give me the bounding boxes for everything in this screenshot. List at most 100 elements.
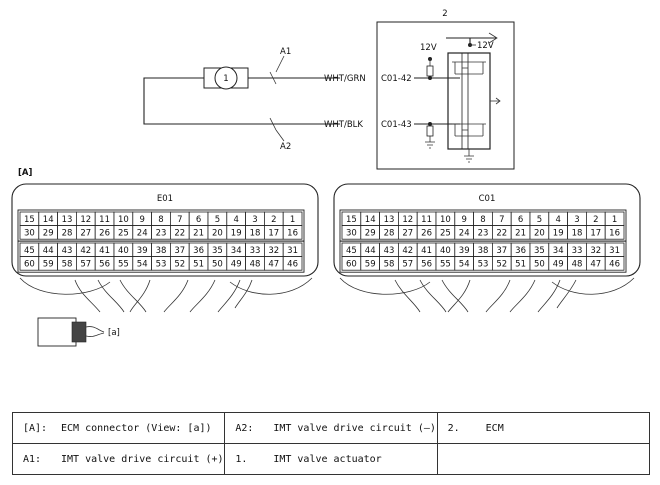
pin-number: 9 [139,215,144,225]
pin-number: 7 [177,215,182,225]
pin-number: 19 [553,229,564,239]
pin-cell [604,256,625,271]
pin-number: 5 [537,215,542,225]
pin-number: 57 [80,260,91,270]
pin-number: 25 [440,229,451,239]
pin-number: 56 [99,260,110,270]
connector-e01-name: E01 [157,194,173,204]
pin-number: 36 [193,246,204,256]
pin-number: 20 [534,229,545,239]
pin-number: 47 [268,260,279,270]
actuator-motor-icon [214,66,238,90]
pin-block [17,240,305,273]
pin-number: 26 [99,229,110,239]
pin-number: 33 [572,246,583,256]
pin-number: 58 [384,260,395,270]
pin-number: 57 [402,260,413,270]
pin-number: 1 [290,215,295,225]
pin-number: 36 [515,246,526,256]
supply-left-12v: 12V [420,43,437,53]
pin-number: 43 [384,246,395,256]
legend-cell-2: 2.ECM [436,412,651,444]
pin-number: 45 [24,246,35,256]
legend-cell-empty [436,443,651,475]
pin-number: 32 [590,246,601,256]
wire-a1-down [143,77,340,125]
pin-number: 10 [440,215,451,225]
pin-number: 51 [193,260,204,270]
pin-number: 47 [590,260,601,270]
pin-number: 31 [287,246,298,256]
pin-number: 56 [421,260,432,270]
pin-number: 16 [287,229,298,239]
pin-number: 30 [346,229,357,239]
pin-cell [282,256,303,271]
pin-number: 4 [555,215,560,225]
pin-number: 35 [534,246,545,256]
pin-number: 19 [231,229,242,239]
pin-number: 11 [421,215,432,225]
pin-number: 55 [118,260,129,270]
pin-number: 53 [156,260,167,270]
pin-number: 3 [574,215,579,225]
pin-bottom: C01-43 [381,120,412,130]
pin-number: 5 [215,215,220,225]
pin-number: 60 [24,260,35,270]
pin-number: 48 [250,260,261,270]
pin-number: 35 [212,246,223,256]
legend-cell-a2: A2:IMT valve drive circuit (–) [224,412,438,444]
pin-number: 20 [212,229,223,239]
pin-number: 24 [459,229,470,239]
pin-number: 25 [118,229,129,239]
pin-number: 13 [384,215,395,225]
pin-number: 37 [496,246,507,256]
pin-number: 23 [156,229,167,239]
pin-number: 27 [402,229,413,239]
pin-number: 43 [62,246,73,256]
wire-color-top: WHT/GRN [324,74,366,84]
pin-number: 12 [80,215,91,225]
ecm-box [376,21,515,170]
pin-number: 41 [421,246,432,256]
pin-number: 28 [62,229,73,239]
pin-number: 17 [590,229,601,239]
pin-number: 7 [499,215,504,225]
pin-cell [604,225,625,240]
pin-number: 39 [137,246,148,256]
legend-cell-a1: A1:IMT valve drive circuit (+) [11,443,226,475]
wire-color-bottom: WHT/BLK [324,120,363,130]
connector-e01-outline [11,183,319,277]
pin-number: 13 [62,215,73,225]
pin-block [339,240,627,273]
actuator-number: 1 [223,74,228,84]
pin-number: 22 [496,229,507,239]
pin-number: 49 [553,260,564,270]
pin-number: 34 [553,246,564,256]
connector-c01-outline [333,183,641,277]
pin-number: 37 [174,246,185,256]
pin-number: 21 [193,229,204,239]
pin-number: 54 [137,260,148,270]
pin-number: 31 [609,246,620,256]
pin-number: 29 [365,229,376,239]
pin-number: 14 [43,215,54,225]
pin-number: 6 [518,215,523,225]
pin-number: 34 [231,246,242,256]
pin-number: 50 [534,260,545,270]
pin-number: 28 [384,229,395,239]
harness [19,277,635,313]
pin-number: 9 [461,215,466,225]
pin-number: 18 [572,229,583,239]
pin-number: 8 [480,215,485,225]
pin-number: 52 [496,260,507,270]
pin-number: 32 [268,246,279,256]
pin-number: 52 [174,260,185,270]
pin-number: 17 [268,229,279,239]
pin-number: 4 [233,215,238,225]
pin-number: 58 [62,260,73,270]
pin-number: 41 [99,246,110,256]
pin-number: 45 [346,246,357,256]
pin-number: 15 [24,215,35,225]
pin-number: 2 [593,215,598,225]
pin-number: 42 [80,246,91,256]
